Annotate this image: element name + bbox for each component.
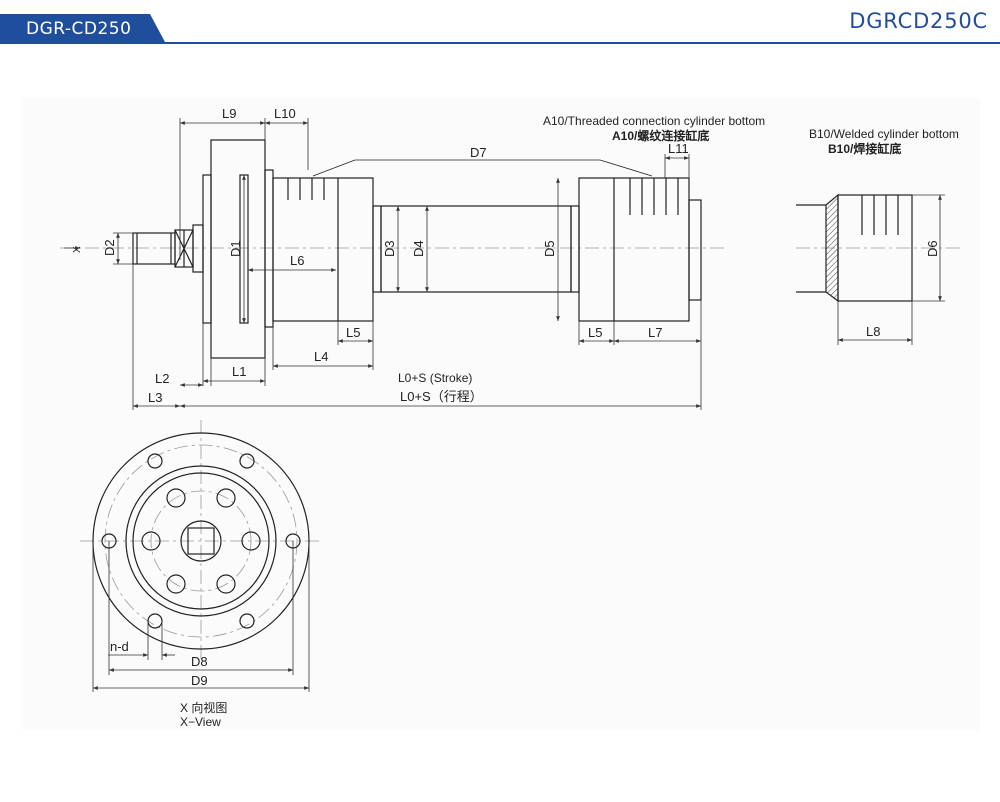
dim-d2: D2: [102, 239, 117, 256]
drawing-panel: [22, 98, 980, 730]
stroke-label-cn: L0+S（行程）: [400, 389, 483, 404]
dim-l3: L3: [148, 390, 162, 405]
bottom-type-notes: A10/Threaded connection cylinder bottom …: [543, 114, 959, 156]
series-tab-label: DGR-CD250: [26, 19, 132, 39]
b10-note-cn: B10/焊接缸底: [828, 141, 901, 156]
dim-l9: L9: [222, 106, 236, 121]
dim-d4: D4: [411, 240, 426, 257]
x-view: [80, 420, 320, 660]
view-caption-cn: X 向视图: [180, 700, 227, 715]
welded-bottom-detail: [796, 193, 960, 303]
dim-l8: L8: [866, 324, 880, 339]
dim-l1: L1: [232, 364, 246, 379]
dim-nd: n-d: [110, 639, 129, 654]
bottom-cap: [688, 199, 702, 301]
dim-l5-front: L5: [346, 325, 360, 340]
side-labels: L9 L10 L11 D7 D2 D1 D3 D4 D5 L6 L5 L4 L5…: [72, 106, 689, 405]
x-view-labels: n-d D8 D9 X 向视图 X−View: [110, 639, 227, 729]
welded-labels: D6 L8: [866, 240, 940, 339]
welded-dimensions: [837, 194, 945, 345]
rod-hex: [187, 527, 215, 555]
stroke-label-en: L0+S (Stroke): [398, 371, 472, 385]
header-rule: [160, 42, 1000, 44]
dim-l4: L4: [314, 349, 328, 364]
welded-bottom-body: [837, 194, 913, 302]
dim-l7: L7: [648, 325, 662, 340]
a10-note-en: A10/Threaded connection cylinder bottom: [543, 114, 765, 128]
dim-d6: D6: [925, 240, 940, 257]
side-dimensions: [113, 118, 702, 410]
inner-flange-circle: [125, 465, 277, 617]
dim-d1: D1: [228, 240, 243, 257]
dim-l5-rear: L5: [588, 325, 602, 340]
dim-d3: D3: [382, 240, 397, 257]
a10-note-cn: A10/螺纹连接缸底: [612, 128, 709, 143]
b10-note-en: B10/Welded cylinder bottom: [809, 127, 959, 141]
view-mark-x: X: [72, 246, 83, 253]
series-tab-shape: [0, 14, 166, 44]
dim-d8: D8: [191, 654, 208, 669]
series-tab: DGR-CD250: [0, 14, 168, 44]
dim-d5: D5: [542, 240, 557, 257]
dim-l2: L2: [155, 371, 169, 386]
side-view: [60, 139, 725, 359]
dim-l6: L6: [290, 253, 304, 268]
view-caption-en: X−View: [180, 715, 221, 729]
dim-d7: D7: [470, 145, 487, 160]
model-code: DGRCD250C: [849, 9, 988, 33]
x-view-dimensions: [92, 541, 310, 692]
dim-l10: L10: [274, 106, 296, 121]
dim-d9: D9: [191, 673, 208, 688]
rod-circle: [180, 520, 222, 562]
dim-l11: L11: [668, 141, 689, 156]
page-header: DGR-CD250 DGRCD250C: [0, 0, 1000, 50]
